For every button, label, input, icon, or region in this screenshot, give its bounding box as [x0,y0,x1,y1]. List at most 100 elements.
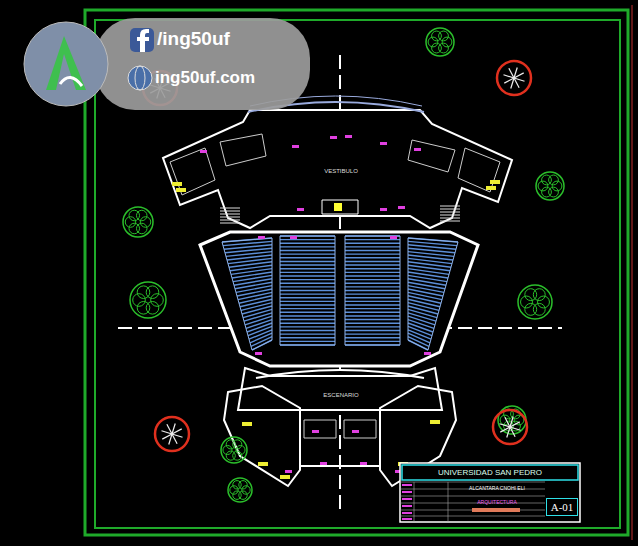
seat-block [408,238,458,350]
seat-row [234,279,272,285]
door-mark [200,150,207,153]
seat-row [280,337,335,338]
seat-row [408,303,439,311]
field-tag [402,505,412,507]
sheet-edge [632,5,633,540]
toilet-room [458,148,500,192]
door-mark [360,462,367,465]
door-mark [320,462,327,465]
auditorium-wall [200,232,478,366]
seat-row [345,279,400,280]
fixture [486,186,496,190]
title-row [400,516,545,517]
seat-row [280,304,335,305]
seat-row [280,261,335,262]
cell-text: UNIVERSIDAD SAN PEDRO [438,468,542,477]
room-name: ESCENARIO [322,392,359,398]
backstage-room [300,410,380,466]
room-wall [220,134,266,166]
seat-row [345,297,400,298]
door-mark [398,206,405,209]
door-mark [424,352,431,355]
seat-row [345,275,400,276]
door-mark [352,430,359,433]
stair-step [440,209,460,210]
seat-row [345,250,400,251]
stage-edge [256,370,424,378]
field-tag [402,512,412,514]
seat-row [408,292,442,299]
seat-row [236,286,272,293]
dressing-room [304,420,336,438]
stair-step [220,214,240,215]
watermark-url: ing50uf.com [155,68,255,88]
web-icon [128,66,152,90]
seat-row [345,319,400,320]
stair-step [220,211,240,212]
door-mark [345,135,352,138]
title-header [402,465,578,480]
seat-row [345,304,400,305]
seat-row [345,246,400,247]
title-col [448,482,449,522]
watermark-pill [95,18,310,110]
seat-row [408,289,443,296]
stair-step [440,212,460,213]
cell-text: ARQUITECTURA [477,499,516,505]
seat-row [408,282,445,289]
room-name: VESTIBULO [323,168,359,174]
seat-row [280,290,335,291]
seat-row [280,250,335,251]
seat-row [280,297,335,298]
stair-step [220,220,240,221]
seat-row [235,282,272,289]
stair-step [220,223,240,224]
fixture [280,475,290,479]
fixture [490,180,500,184]
seat-row [345,326,400,327]
seat-row [280,323,335,324]
seat-row [345,315,400,316]
field-tag [402,484,412,486]
stair-step [440,221,460,222]
title-col [414,482,415,522]
seat-row [280,268,335,269]
title-row [400,496,545,497]
seat-row [345,290,400,291]
seat-row [233,275,272,281]
fixture [258,462,268,466]
stair-step [220,217,240,218]
seat-row [408,299,440,307]
seat-row [345,286,400,287]
stair-step [220,208,240,209]
seat-row [237,289,272,296]
seat-row [280,308,335,309]
seat-row [345,264,400,265]
title-header-cell: UNIVERSIDAD SAN PEDRO [402,465,578,480]
seat-row [345,308,400,309]
seat-row [345,268,400,269]
seat-row [345,283,400,284]
seat-row [345,333,400,334]
toilet-room [170,148,215,195]
fixture [430,420,440,424]
seat-row [408,296,441,303]
door-mark [255,352,262,355]
ticket-mark [334,203,342,211]
logo-circle [24,22,108,106]
seat-row [280,283,335,284]
seat-row [345,239,400,240]
seat-row [408,275,447,281]
seat-row [345,323,400,324]
tree-symbol [221,437,247,463]
door-mark [292,145,299,148]
seat-row [345,293,400,294]
logo-mark [46,36,86,90]
seat-row [345,261,400,262]
seat-block [222,238,272,350]
fixture [172,182,182,186]
seat-row [280,315,335,316]
cell-text: A-01 [551,501,574,513]
seat-row [241,303,272,311]
